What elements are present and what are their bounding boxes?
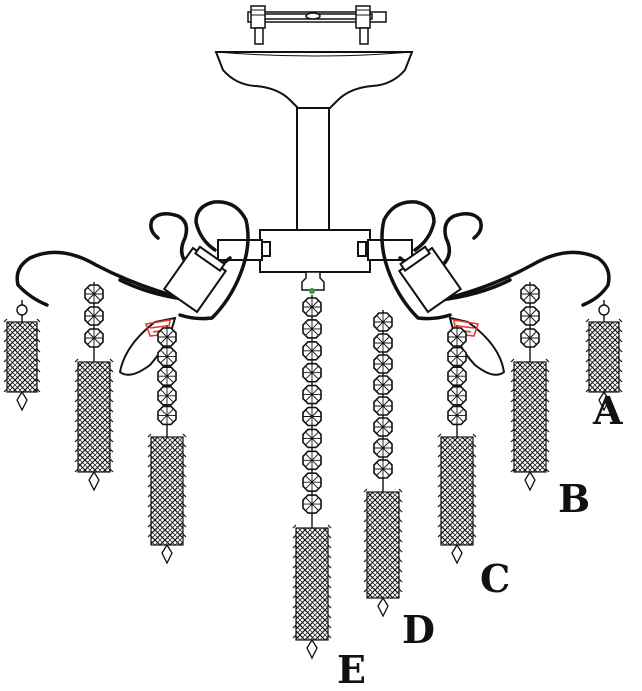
crystal-bead (84, 306, 104, 326)
crystal-bead (302, 406, 322, 427)
drop-pendant (377, 596, 389, 618)
crystal-bead (302, 340, 322, 361)
crystal-bead (447, 346, 467, 367)
crystal-bead (520, 328, 540, 348)
prism-cluster (3, 318, 41, 393)
crystal-bead (302, 362, 322, 383)
crystal-bead (157, 346, 177, 367)
drop-pendant (161, 543, 173, 565)
crystal-bead (302, 450, 322, 471)
crystal-bead (447, 405, 467, 426)
crystal-bead (373, 333, 393, 353)
prism-cluster (585, 318, 623, 393)
crystal-bead (520, 306, 540, 326)
strand-labels: A B C D E (337, 388, 623, 691)
crystal-bead (373, 312, 393, 332)
drop-pendant (306, 638, 318, 660)
crystal-bead (373, 438, 393, 458)
prism-cluster (74, 358, 114, 473)
crystal-bead (598, 304, 610, 316)
crystal-bead (447, 366, 467, 387)
crystal-bead (447, 385, 467, 406)
crystal-bead (302, 319, 322, 339)
stem (296, 107, 330, 233)
crystal-bead (302, 472, 322, 493)
strand-d (363, 310, 403, 618)
strand-e (292, 288, 332, 660)
crystal-bead (447, 327, 467, 347)
prism-cluster (437, 433, 477, 546)
strand-a-left (3, 300, 41, 412)
crystal-bead (302, 297, 322, 317)
crystal-bead (157, 327, 177, 347)
crystal-bead (302, 384, 322, 405)
strand-b-right (510, 282, 550, 492)
prism-cluster (147, 433, 187, 546)
crystal-bead (84, 284, 104, 304)
label-a: A (592, 388, 623, 433)
strand-c-left (147, 325, 187, 565)
green-bead-icon (309, 288, 315, 294)
crystal-bead (157, 366, 177, 387)
prism-cluster (510, 358, 550, 473)
label-b: B (558, 476, 590, 521)
crystal-bead (302, 428, 322, 449)
mounting-bracket (247, 5, 387, 45)
drop-pendant (451, 543, 463, 565)
crystal-bead (157, 385, 177, 406)
strand-c-right (437, 325, 477, 565)
crystal-bead (373, 459, 393, 479)
prism-cluster (363, 488, 403, 599)
strand-b-left (74, 282, 114, 492)
crystal-bead (157, 405, 177, 426)
crystal-bead (16, 304, 28, 316)
crystal-bead (84, 328, 104, 348)
crystal-bead (373, 417, 393, 437)
drop-pendant (598, 390, 610, 412)
crystal-bead (373, 396, 393, 416)
crystal-bead (373, 354, 393, 374)
crystal-strands (3, 282, 623, 660)
drop-pendant (524, 470, 536, 492)
label-d: D (402, 607, 435, 652)
crystal-bead (520, 284, 540, 304)
strand-a-right (585, 300, 623, 412)
drop-pendant (16, 390, 28, 412)
canopy (214, 51, 414, 109)
crystal-bead (302, 494, 322, 514)
label-e: E (337, 647, 366, 691)
prism-cluster (292, 524, 332, 641)
drop-pendant (88, 470, 100, 492)
central-hub (217, 229, 413, 291)
label-c: C (480, 556, 510, 601)
crystal-bead (373, 375, 393, 395)
